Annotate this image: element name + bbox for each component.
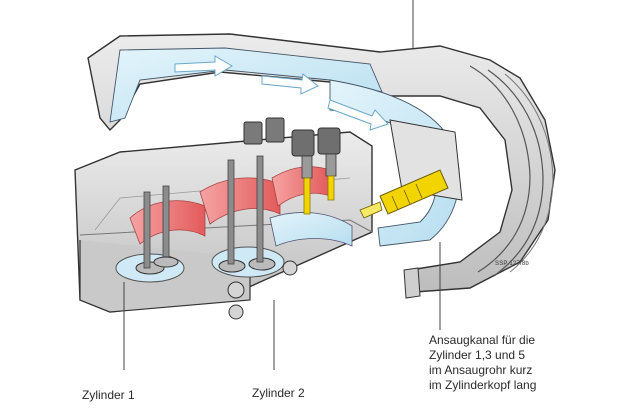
runner-injector xyxy=(359,169,449,219)
ansaugkanal-line-4: im Zylinderkopf lang xyxy=(429,378,537,392)
air-flow-arrows xyxy=(174,55,389,131)
ansaugkanal-line-1: Ansaugkanal für die xyxy=(429,333,536,347)
cylinder-1-valves xyxy=(115,185,185,283)
label-zylinder-2: Zylinder 2 xyxy=(252,386,305,400)
head-air-channel xyxy=(269,212,353,247)
cylinder-2-valves xyxy=(211,155,285,278)
ansaugkanal-line-2: Zylinder 1,3 und 5 xyxy=(429,348,526,362)
fuel-injectors xyxy=(243,117,341,215)
label-ansaugkanal: Ansaugkanal für die Zylinder 1,3 und 5 i… xyxy=(429,333,609,393)
head-bolts xyxy=(227,260,298,320)
label-zylinder-1: Zylinder 1 xyxy=(82,388,135,402)
ansaugkanal-line-3: im Ansaugrohr kurz xyxy=(429,363,533,377)
figure-code: SSP 127/8b xyxy=(495,261,529,267)
